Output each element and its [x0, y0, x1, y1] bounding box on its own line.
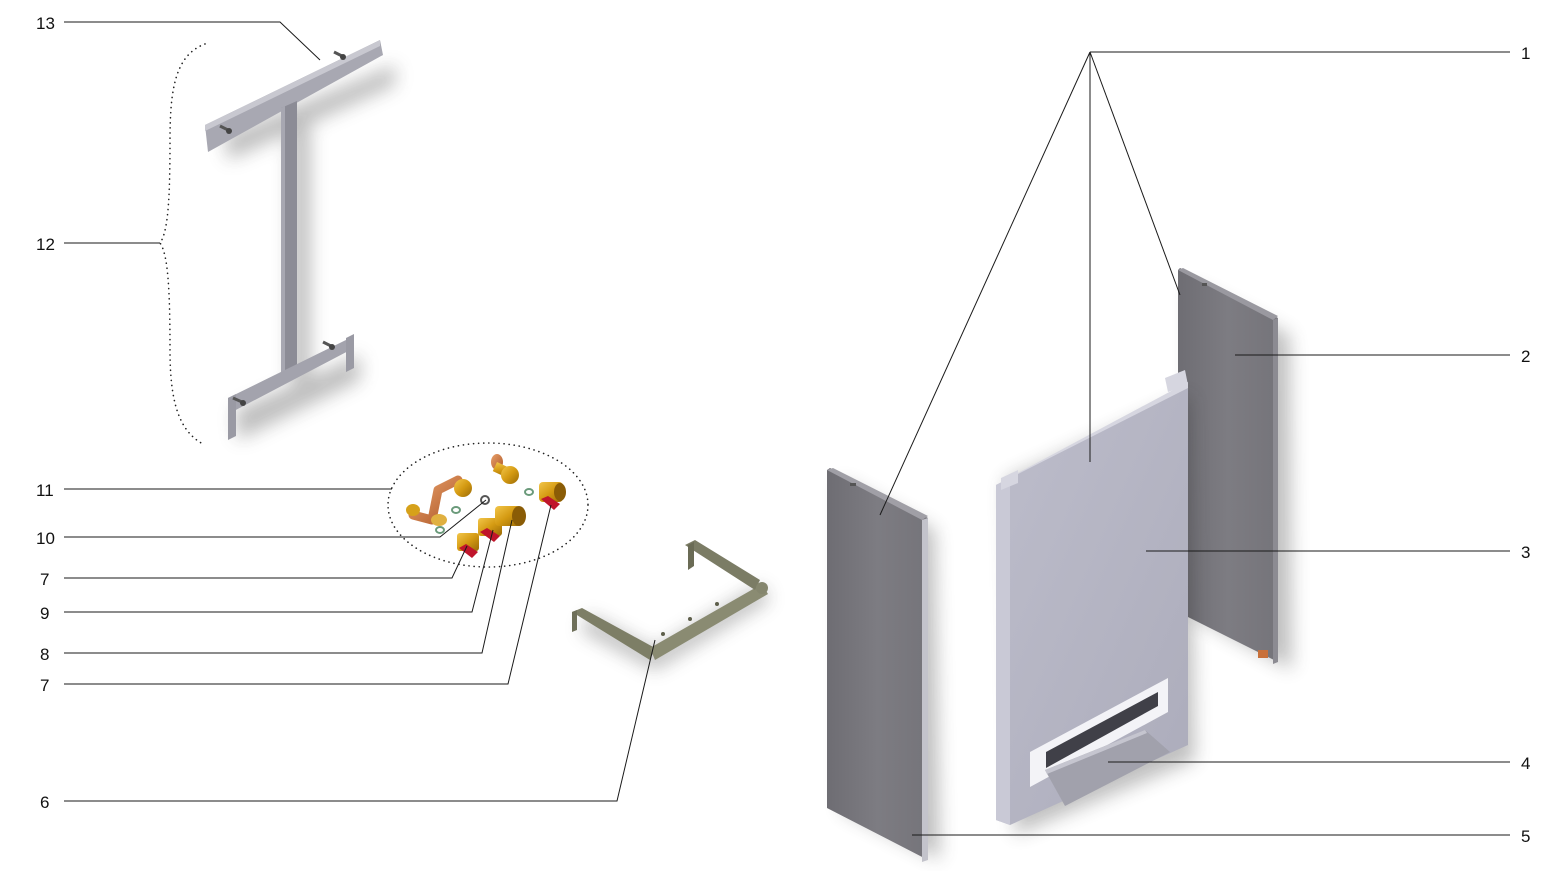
callout-2: 2 — [1521, 347, 1530, 366]
callout-10: 10 — [36, 529, 55, 548]
callout-13: 13 — [36, 14, 55, 33]
callout-8: 8 — [40, 645, 49, 664]
callout-11: 11 — [36, 481, 54, 500]
leader-lines — [64, 21, 1510, 836]
fitting-kit — [406, 454, 566, 558]
callout-5: 5 — [1521, 827, 1530, 846]
callout-6: 6 — [40, 793, 49, 812]
bottom-bracket — [572, 540, 770, 670]
callout-7-lower: 7 — [40, 676, 49, 695]
side-panel-left — [827, 468, 940, 862]
callout-12: 12 — [36, 235, 55, 254]
callout-labels: 13 12 11 10 7 9 8 7 6 1 2 3 4 5 — [36, 14, 1530, 846]
frame-brace — [159, 43, 206, 446]
fitting-kit-outline — [387, 442, 589, 568]
front-panel — [996, 370, 1195, 835]
callout-3: 3 — [1521, 543, 1530, 562]
callout-1: 1 — [1521, 44, 1530, 63]
callout-7-upper: 7 — [40, 570, 49, 589]
callout-4: 4 — [1521, 754, 1530, 773]
control-flap — [1045, 730, 1170, 806]
callout-9: 9 — [40, 604, 49, 623]
side-panel-right — [1178, 268, 1292, 670]
mounting-frame — [205, 40, 395, 440]
